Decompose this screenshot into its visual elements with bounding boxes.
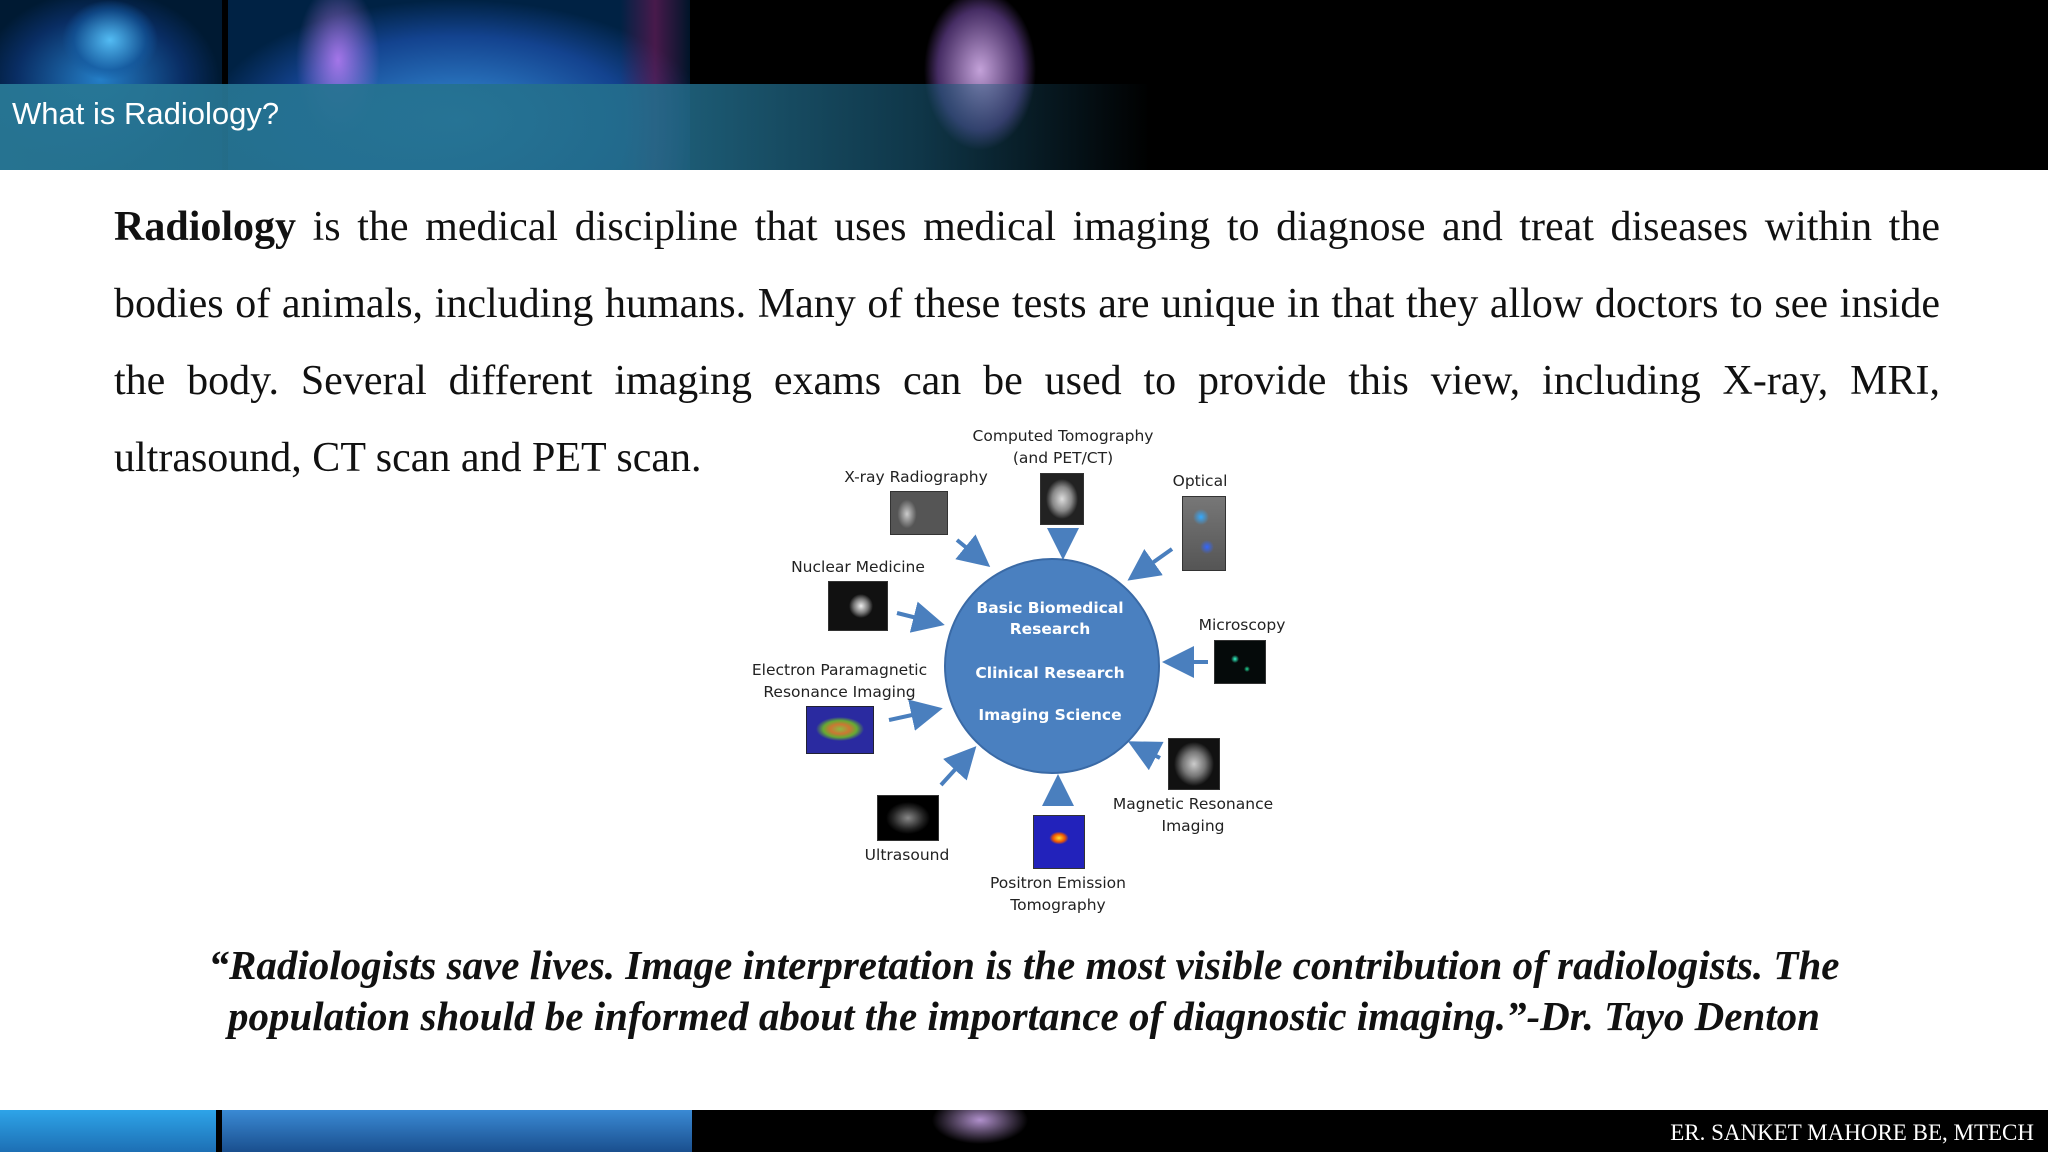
mri-line-2: Imaging — [1161, 817, 1225, 835]
arrow-xray — [955, 534, 991, 568]
quote-line-2: population should be informed about the … — [228, 993, 1820, 1039]
label-magnetic-resonance: Magnetic Resonance Imaging — [1108, 793, 1278, 837]
center-label-basic: Basic Biomedical Research — [965, 598, 1135, 640]
center-research-circle — [944, 558, 1160, 774]
microscopy-thumbnail — [1214, 640, 1266, 684]
footer-xray-image-1 — [0, 1110, 216, 1152]
radiology-term: Radiology — [114, 204, 297, 250]
mri-line-1: Magnetic Resonance — [1112, 795, 1274, 813]
center-line-1: Basic Biomedical — [976, 599, 1124, 617]
label-microscopy: Microscopy — [1198, 616, 1286, 634]
center-label-imaging: Imaging Science — [978, 706, 1122, 724]
pet-scan-thumbnail — [1033, 815, 1085, 869]
arrow-epr — [888, 699, 943, 731]
title-bar — [0, 84, 1150, 170]
label-ultrasound: Ultrasound — [864, 846, 950, 864]
footer-xray-image-2 — [222, 1110, 692, 1152]
arrow-nuclear — [896, 601, 945, 633]
slide-title: What is Radiology? — [12, 96, 280, 131]
intro-text: is the medical discipline that uses medi… — [114, 204, 1940, 481]
footer-xray-image-3 — [920, 1110, 1040, 1152]
optical-imaging-thumbnail — [1182, 496, 1226, 571]
epr-line-1: Electron Paramagnetic — [751, 661, 928, 679]
label-nuclear-medicine: Nuclear Medicine — [791, 558, 925, 576]
mri-scan-thumbnail — [1168, 738, 1220, 790]
footer-banner — [0, 1110, 2048, 1152]
center-line-2: Research — [1009, 620, 1091, 638]
epr-thumbnail — [806, 706, 874, 754]
header-banner — [0, 0, 2048, 170]
arrow-optical — [1127, 547, 1174, 581]
nuclear-medicine-thumbnail — [828, 581, 888, 631]
center-label-clinical: Clinical Research — [975, 664, 1125, 682]
quote-line-1: “Radiologists save lives. Image interpre… — [208, 942, 1840, 988]
epr-line-2: Resonance Imaging — [763, 683, 916, 701]
label-positron-emission: Positron Emission Tomography — [968, 872, 1148, 916]
pet-line-1: Positron Emission — [990, 874, 1126, 892]
intro-paragraph: Radiology is the medical discipline that… — [114, 189, 1940, 497]
chest-xray-thumbnail — [890, 491, 948, 535]
label-electron-paramagnetic: Electron Paramagnetic Resonance Imaging — [742, 659, 937, 703]
footer-author: ER. SANKET MAHORE BE, MTECH — [1670, 1120, 2034, 1145]
ultrasound-thumbnail — [877, 795, 939, 841]
quote-block: “Radiologists save lives. Image interpre… — [140, 940, 1908, 1042]
arrow-ultrasound — [939, 746, 977, 787]
pet-line-2: Tomography — [1010, 896, 1106, 914]
arrow-mri — [1127, 741, 1164, 771]
